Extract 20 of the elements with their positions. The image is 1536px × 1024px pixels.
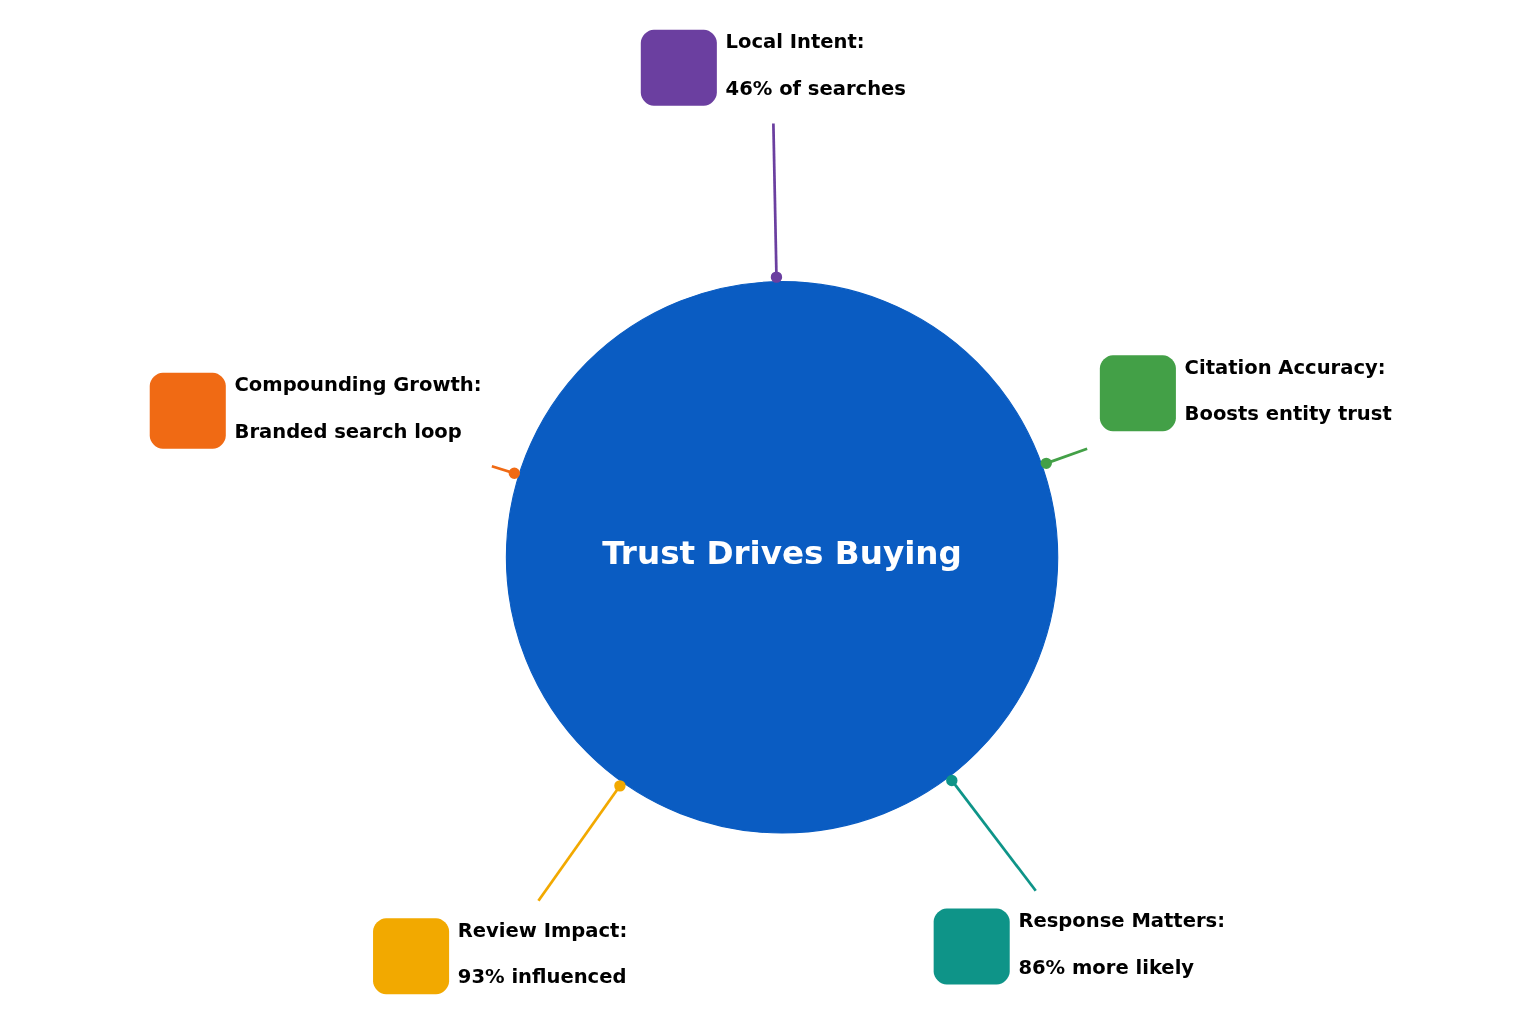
node-label: 46% of searches <box>725 76 906 100</box>
node-label: Compounding Growth: <box>233 373 482 397</box>
node-label: 86% more likely <box>1017 955 1194 979</box>
node-label: Boosts entity trust <box>1184 402 1392 426</box>
node-box <box>640 29 717 106</box>
node-label: Local Intent: <box>725 30 865 54</box>
node-box <box>933 908 1010 985</box>
node-box <box>1099 355 1176 432</box>
node-box <box>372 918 449 995</box>
node-label: Branded search loop <box>233 419 462 443</box>
connector <box>945 774 1037 892</box>
connector <box>536 780 626 902</box>
node-label: Citation Accuracy: <box>1184 355 1386 379</box>
node-label: Review Impact: <box>457 918 627 942</box>
node-box <box>149 372 226 449</box>
node-label: Response Matters: <box>1017 908 1225 932</box>
connector <box>1040 447 1088 470</box>
connector <box>490 464 520 480</box>
connector <box>770 123 782 283</box>
node-label: 93% influenced <box>457 965 626 989</box>
